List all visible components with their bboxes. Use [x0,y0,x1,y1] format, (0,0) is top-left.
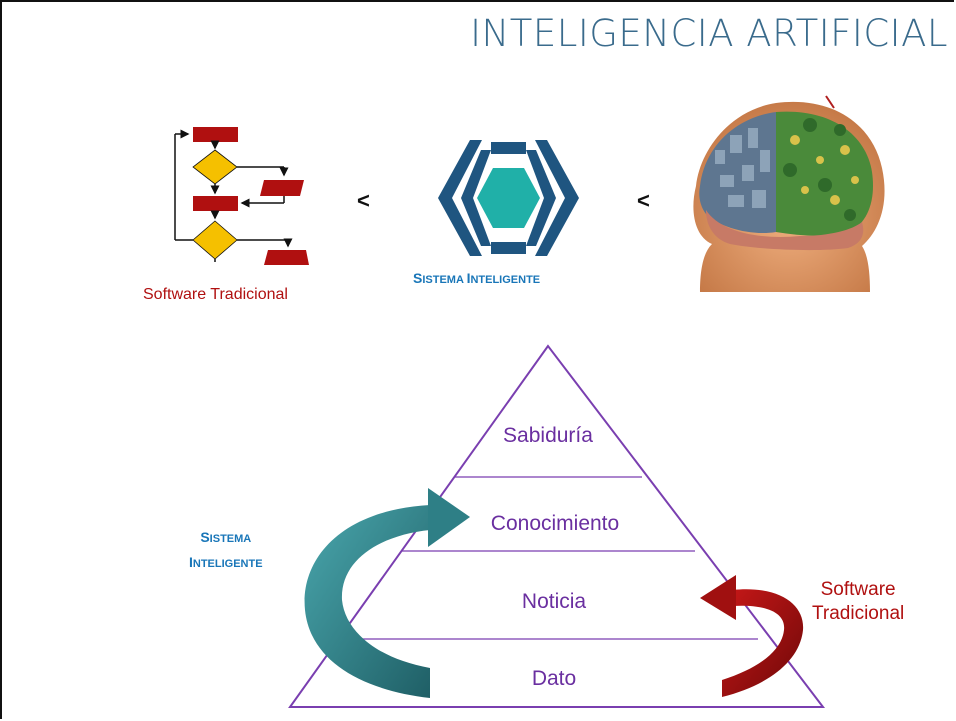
less-than-symbol-2: < [637,188,650,213]
slide-title: INTELIGENCIA ARTIFICIAL [470,12,948,55]
red-curved-arrow [700,575,804,697]
less-than-symbol-1: < [357,188,370,213]
intelligent-system-label: SISTEMA INTELIGENTE [413,270,541,286]
pyramid-level-wisdom: Sabiduría [503,424,593,447]
flowchart-icon [174,127,309,265]
teal-curved-arrow [304,488,470,698]
pyramid-level-data: Dato [531,667,577,690]
pyramid-level-information: Noticia [521,590,587,613]
arrow-traditional-software-label: Software Tradicional [812,579,905,624]
brain-head-image [693,95,885,292]
arrow-intelligent-system-label: SISTEMA INTELIGENTE [189,529,263,570]
pyramid-level-knowledge: Conocimiento [490,512,620,535]
intelligent-system-logo-icon [438,140,579,256]
traditional-software-label: Software Tradicional [143,286,288,303]
